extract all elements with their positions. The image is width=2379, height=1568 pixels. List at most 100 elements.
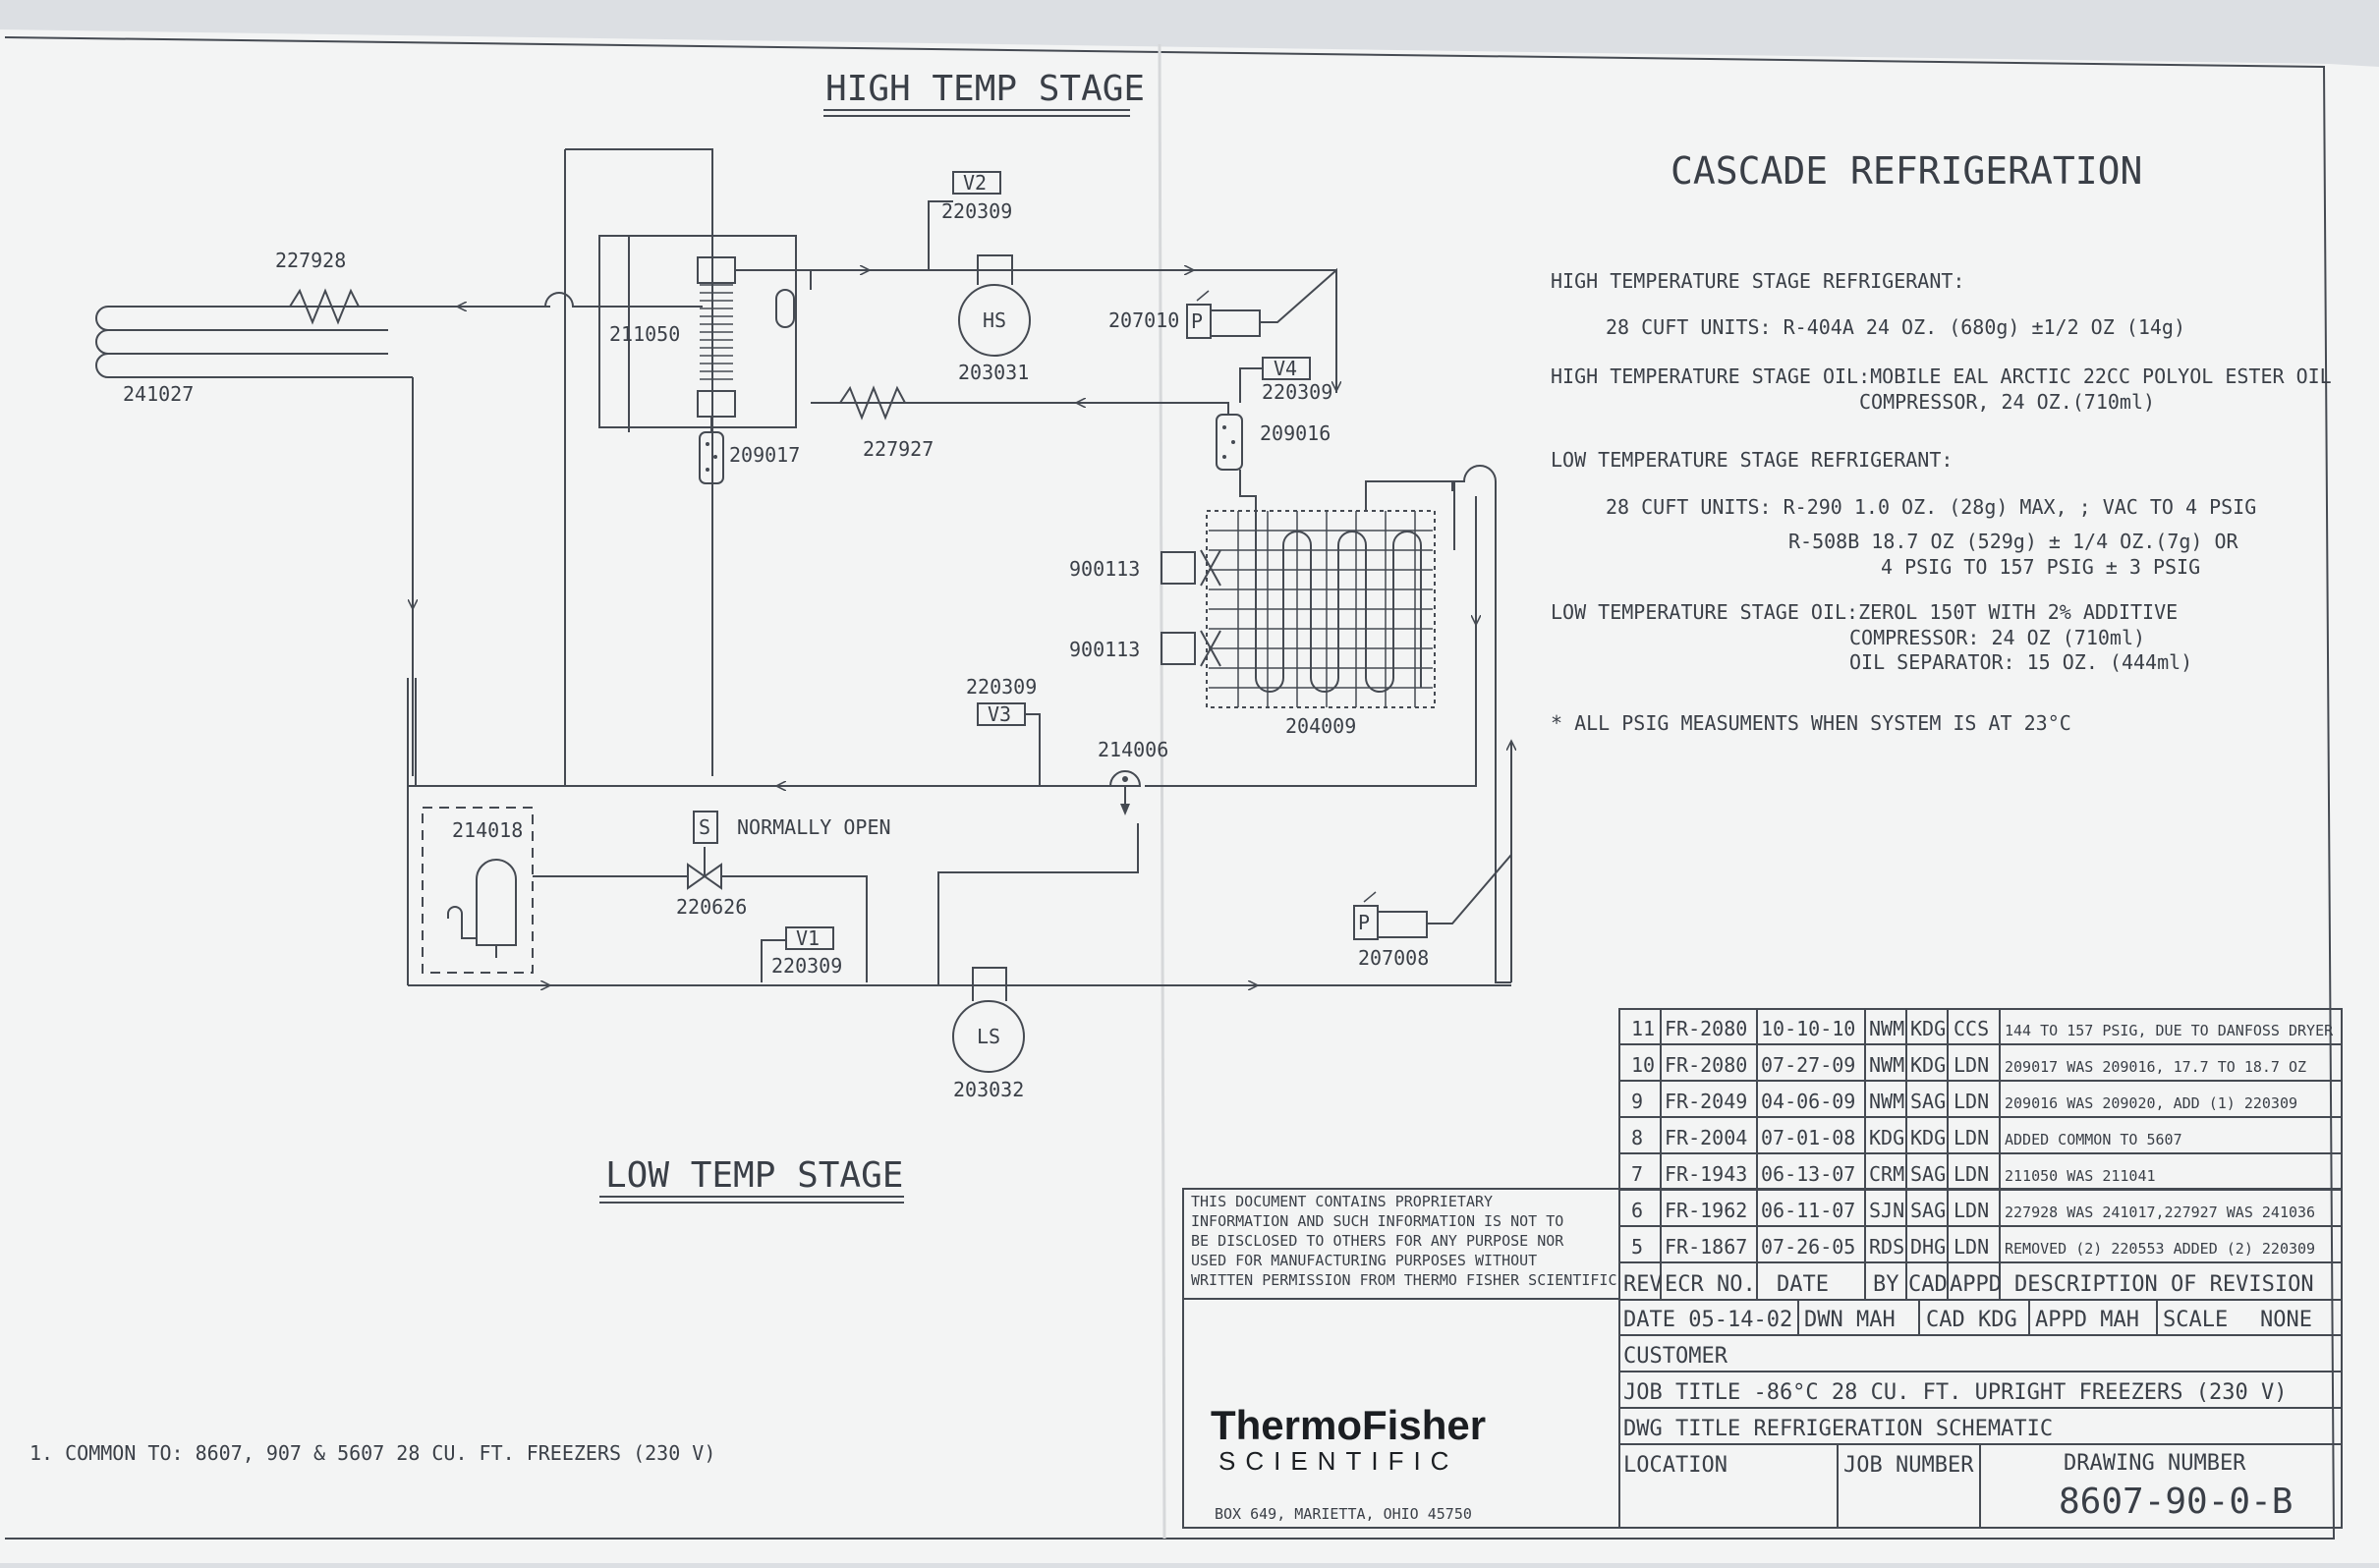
revision-cell-ecr: FR-2049 xyxy=(1665,1090,1747,1113)
label-241027: 241027 xyxy=(123,382,194,406)
pipe-solenoid-out xyxy=(721,875,868,982)
label-solenoid-s: S xyxy=(699,815,710,839)
tb-dwg-title: DWG TITLE REFRIGERATION SCHEMATIC xyxy=(1623,1417,2053,1441)
revision-cell-appd: LDN xyxy=(1954,1126,1989,1149)
hx-header-bottom xyxy=(697,390,736,418)
pipe-liquid-return xyxy=(1204,402,1229,415)
revision-cell-date: 07-27-09 xyxy=(1761,1053,1855,1077)
fan-blade-b xyxy=(1200,630,1221,667)
label-209017: 209017 xyxy=(729,443,800,467)
heat-exchanger-box xyxy=(598,235,797,428)
revision-cell-by: NWM xyxy=(1869,1017,1904,1040)
heading-high-temp-stage: HIGH TEMP STAGE xyxy=(825,69,1145,109)
label-900113-b: 900113 xyxy=(1069,638,1140,661)
label-214018: 214018 xyxy=(452,818,523,842)
valve-v1 xyxy=(785,926,834,950)
pipe-v2 xyxy=(928,200,953,270)
revision-cell-ecr: FR-1962 xyxy=(1665,1199,1747,1222)
label-ls: LS xyxy=(977,1025,1000,1048)
pipe-v3 xyxy=(1025,713,1041,786)
proprietary-line: WRITTEN PERMISSION FROM THERMO FISHER SC… xyxy=(1191,1271,1616,1289)
revision-cell-date: 06-13-07 xyxy=(1761,1162,1855,1186)
compressor-ls-top xyxy=(972,967,1007,1001)
label-v3-part: 220309 xyxy=(966,675,1037,699)
revision-cell-rev: 10 xyxy=(1631,1053,1655,1077)
note-line: 28 CUFT UNITS: R-404A 24 OZ. (680g) ±1/2… xyxy=(1606,315,2185,339)
oil-separator-small xyxy=(775,289,795,328)
rev-header-rev: REV xyxy=(1623,1272,1663,1297)
notes: HIGH TEMPERATURE STAGE REFRIGERANT: 28 C… xyxy=(1551,269,2332,735)
tb-customer: CUSTOMER xyxy=(1623,1344,1728,1369)
label-v2-part: 220309 xyxy=(941,199,1012,223)
label-ls-part: 203032 xyxy=(953,1078,1024,1101)
switch-lever xyxy=(1363,891,1377,903)
revision-cell-appd: LDN xyxy=(1954,1053,1989,1077)
note-line: * ALL PSIG MEASUMENTS WHEN SYSTEM IS AT … xyxy=(1551,711,2071,735)
tb-date: DATE 05-14-02 xyxy=(1623,1308,1792,1332)
revision-cell-rev: 7 xyxy=(1631,1162,1643,1186)
tb-scale: SCALE xyxy=(2163,1308,2228,1332)
note-line: HIGH TEMPERATURE STAGE REFRIGERANT: xyxy=(1551,269,1964,293)
revision-cell-by: NWM xyxy=(1869,1053,1904,1077)
label-207008: 207008 xyxy=(1358,946,1429,970)
revision-cell-rev: 9 xyxy=(1631,1090,1643,1113)
pipe-to-evap xyxy=(1239,470,1257,531)
tb-location: LOCATION xyxy=(1623,1453,1728,1478)
revision-cell-rev: 11 xyxy=(1631,1017,1655,1040)
rev-header-desc: DESCRIPTION OF REVISION xyxy=(2014,1272,2314,1297)
label-v1: V1 xyxy=(796,926,820,950)
revision-cell-date: 04-06-09 xyxy=(1761,1090,1855,1113)
note-line: HIGH TEMPERATURE STAGE OIL:MOBILE EAL AR… xyxy=(1551,364,2332,388)
heading-low-temp-stage: LOW TEMP STAGE xyxy=(605,1155,903,1196)
paper xyxy=(0,29,2379,1563)
evaporator-coil xyxy=(1255,531,1422,693)
pipe-low-suction xyxy=(1451,465,1511,983)
proprietary-line: USED FOR MANUFACTURING PURPOSES WITHOUT xyxy=(1191,1252,1537,1269)
fan-motor-a xyxy=(1161,551,1196,585)
revision-cell-ecr: FR-1943 xyxy=(1665,1162,1747,1186)
revision-cell-appd: LDN xyxy=(1954,1235,1989,1259)
label-v2: V2 xyxy=(963,171,987,195)
heading-cascade: CASCADE REFRIGERATION xyxy=(1671,149,2142,193)
revision-cell-desc: 227928 WAS 241017,227927 WAS 241036 xyxy=(2005,1204,2315,1221)
revision-cell-cad: KDG xyxy=(1910,1053,1946,1077)
tb-drawing-number-label: DRAWING NUMBER xyxy=(2064,1451,2246,1476)
logo-scientific: SCIENTIFIC xyxy=(1218,1446,1458,1476)
revision-header: REV ECR NO. DATE BY CAD APPD DESCRIPTION… xyxy=(1623,1272,2314,1297)
revision-cell-cad: SAG xyxy=(1910,1199,1946,1222)
tb-appd: APPD MAH xyxy=(2035,1308,2139,1332)
revision-cell-by: NWM xyxy=(1869,1090,1904,1113)
rev-header-date: DATE xyxy=(1777,1272,1829,1297)
pipe-loop xyxy=(565,148,713,776)
compressor-hs-top xyxy=(977,254,1013,285)
revision-cell-desc: 211050 WAS 211041 xyxy=(2005,1167,2156,1185)
revision-cell-desc: REMOVED (2) 220553 ADDED (2) 220309 xyxy=(2005,1240,2315,1258)
label-v3: V3 xyxy=(988,702,1011,726)
revision-cell-cad: KDG xyxy=(1910,1126,1946,1149)
evaporator-fins xyxy=(1209,511,1433,707)
revision-cell-appd: LDN xyxy=(1954,1199,1989,1222)
expansion-tank xyxy=(476,859,517,946)
tb-job-title: JOB TITLE -86°C 28 CU. FT. UPRIGHT FREEZ… xyxy=(1623,1380,2288,1405)
label-214006: 214006 xyxy=(1098,738,1168,761)
label-900113-a: 900113 xyxy=(1069,557,1140,581)
pipe-ls-discharge xyxy=(937,823,1139,985)
revision-cell-cad: SAG xyxy=(1910,1162,1946,1186)
label-209016: 209016 xyxy=(1260,421,1331,445)
label-211050: 211050 xyxy=(609,322,680,346)
evaporator-204009 xyxy=(1206,510,1436,708)
label-v4: V4 xyxy=(1274,357,1297,380)
valve-v2 xyxy=(952,171,1001,195)
solenoid-coil xyxy=(693,811,718,844)
revision-cell-appd: LDN xyxy=(1954,1162,1989,1186)
logo-thermofisher: ThermoFisher xyxy=(1211,1402,1486,1448)
fan-blade-a xyxy=(1200,549,1221,587)
revision-cell-by: CRM xyxy=(1869,1162,1904,1186)
revision-cell-appd: CCS xyxy=(1954,1017,1989,1040)
label-normally-open: NORMALLY OPEN xyxy=(737,815,891,839)
capillary-227927 xyxy=(811,385,1204,420)
rev-header-cad: CAD xyxy=(1908,1272,1948,1297)
revision-cell-ecr: FR-2080 xyxy=(1665,1017,1747,1040)
